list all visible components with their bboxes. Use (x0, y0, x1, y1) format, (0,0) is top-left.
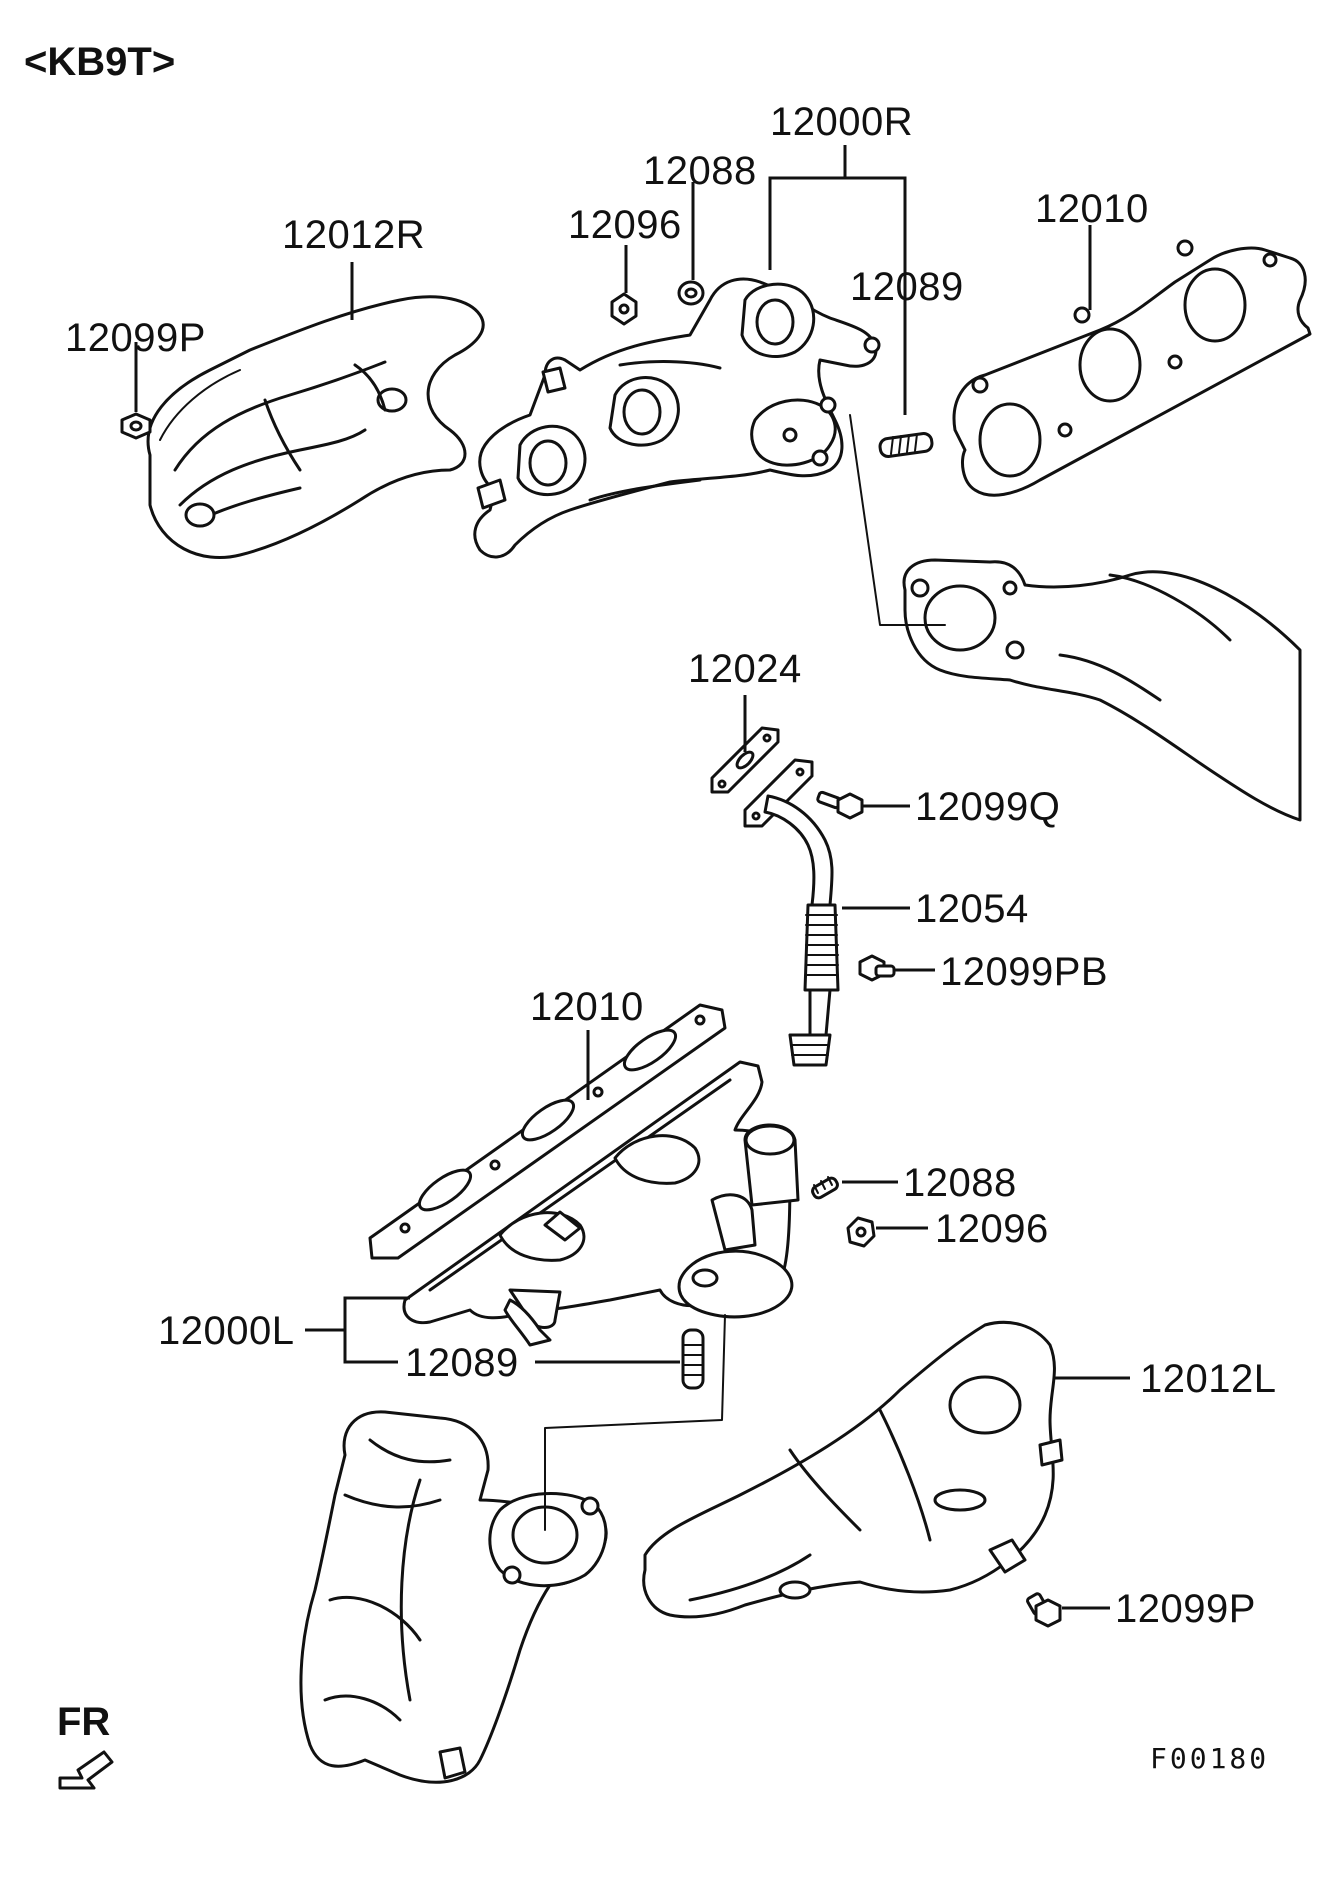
figure-code: F00180 (1150, 1742, 1269, 1775)
nut-12096-mid (846, 1216, 876, 1248)
front-direction-arrow-icon (58, 1750, 114, 1790)
gasket-12024 (710, 726, 780, 794)
stud-12089-top (878, 432, 934, 458)
leader-lines (134, 145, 1130, 1610)
label-12024: 12024 (688, 647, 802, 691)
label-12089-top: 12089 (850, 265, 964, 309)
label-12010-top: 12010 (1035, 187, 1149, 231)
bolt-12099P-bottom (1026, 1592, 1062, 1628)
label-12088-mid: 12088 (903, 1161, 1017, 1205)
label-12000L: 12000L (158, 1309, 294, 1353)
variant-code: <KB9T> (24, 40, 175, 84)
label-12096-top: 12096 (568, 203, 682, 247)
catalytic-converter-lower (299, 1410, 608, 1784)
label-12099P-top: 12099P (65, 316, 206, 360)
bolt-12099P-top (120, 412, 152, 440)
heat-protector-right (146, 295, 485, 560)
front-direction-label: FR (57, 1700, 110, 1744)
label-12099P-bottom: 12099P (1115, 1587, 1256, 1631)
catalytic-converter-upper (902, 558, 1302, 822)
heat-protector-left (642, 1320, 1064, 1619)
egr-pipe-12054 (743, 758, 840, 1067)
spring-12088-mid (811, 1176, 839, 1200)
gasket-12010-top (952, 239, 1312, 497)
label-12054: 12054 (915, 887, 1029, 931)
label-12089-mid: 12089 (405, 1341, 519, 1385)
exhaust-manifold-left (402, 1060, 800, 1347)
stud-12089-mid (681, 1328, 705, 1390)
gasket-12010-mid (368, 1003, 727, 1260)
label-12000R: 12000R (770, 100, 913, 144)
nut-12096-top (610, 292, 638, 326)
washer-12088-top (677, 280, 705, 306)
label-12088-top: 12088 (643, 149, 757, 193)
label-12010-mid: 12010 (530, 985, 644, 1029)
label-12099PB: 12099PB (940, 950, 1108, 994)
bolt-12099Q (816, 790, 864, 820)
bolt-12099PB (858, 954, 896, 982)
label-12012L: 12012L (1140, 1357, 1276, 1401)
label-12099Q: 12099Q (915, 785, 1060, 829)
label-12096-mid: 12096 (935, 1207, 1049, 1251)
label-12012R: 12012R (282, 213, 425, 257)
exhaust-manifold-right (473, 277, 881, 559)
